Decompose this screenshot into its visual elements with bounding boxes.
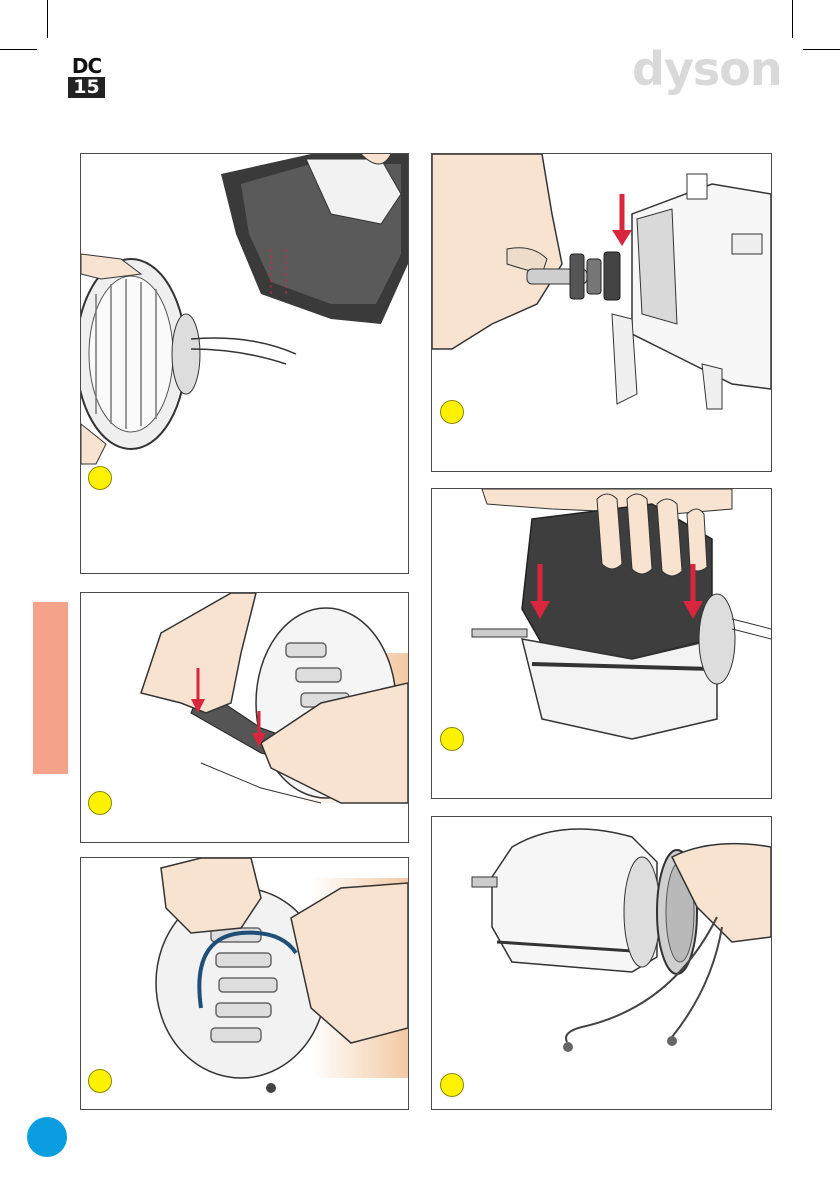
cover-press-illustration [432,489,771,798]
end-cap-illustration [432,817,771,1109]
section-tab [33,602,68,774]
motor-housing-illustration [81,154,408,573]
crop-mark-top-right-v [792,0,793,38]
step-marker-icon [88,791,112,815]
clip-press-illustration [81,593,408,842]
crop-mark-top-left-v [47,0,48,38]
step-marker-icon [440,400,464,424]
instruction-panel-5 [80,857,409,1110]
instruction-panel-1 [80,153,409,574]
step-marker-icon [88,466,112,490]
cable-route-illustration [81,858,408,1109]
page-number-badge [27,1117,67,1157]
model-logo: DC 15 [68,56,105,98]
instruction-panel-2 [431,153,772,472]
instruction-panel-6 [431,816,772,1110]
crop-mark-top-left-h [0,49,37,50]
step-marker-icon [440,1073,464,1097]
step-marker-icon [88,1069,112,1093]
step-marker-icon [440,727,464,751]
crop-mark-top-right-h [803,49,840,50]
model-logo-number: 15 [68,77,105,98]
model-logo-top: DC [68,56,105,76]
instruction-panel-4 [431,488,772,799]
instruction-panel-3 [80,592,409,843]
brand-logo: dyson [632,42,782,96]
shaft-insert-illustration [432,154,771,471]
